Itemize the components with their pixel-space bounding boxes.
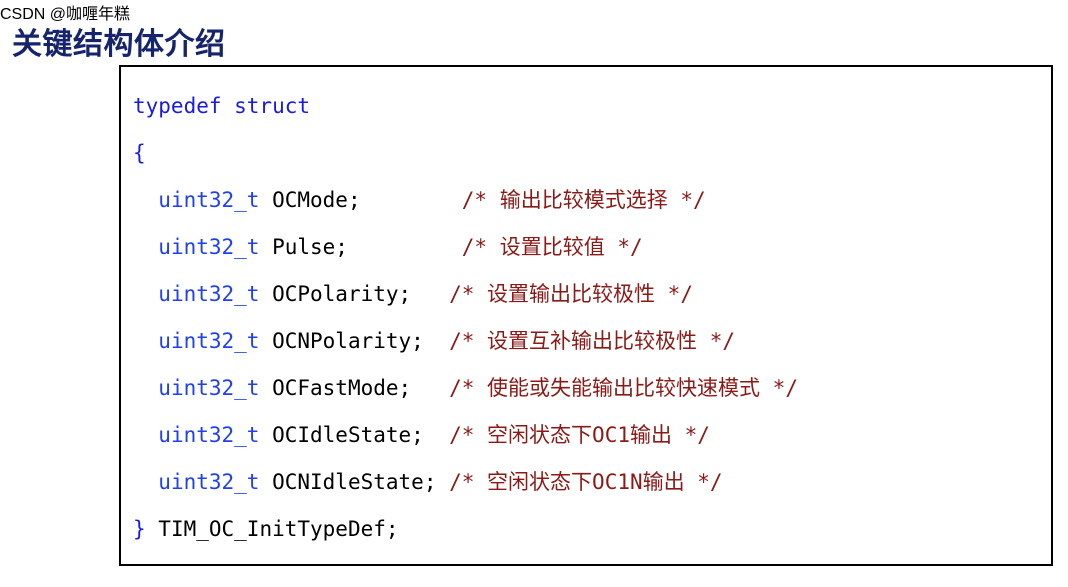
code-comment: /* 设置互补输出比较极性 */: [449, 329, 735, 353]
code-indent: [133, 329, 158, 353]
code-padding: [361, 188, 462, 212]
code-type: uint32_t: [158, 235, 260, 259]
code-indent: [133, 282, 158, 306]
code-type: uint32_t: [158, 423, 260, 447]
code-indent: [133, 423, 158, 447]
code-keyword: {: [133, 141, 146, 165]
code-indent: [133, 470, 158, 494]
code-keyword: typedef struct: [133, 94, 311, 118]
code-listing: typedef struct { uint32_t OCMode; /* 输出比较…: [133, 83, 1051, 553]
code-comment: /* 输出比较模式选择 */: [461, 188, 706, 212]
code-identifier: TIM_OC_InitTypeDef;: [145, 517, 399, 541]
code-indent: [133, 376, 158, 400]
code-type: uint32_t: [158, 376, 260, 400]
code-identifier: OCMode;: [259, 188, 361, 212]
code-comment: /* 设置比较值 */: [461, 235, 643, 259]
code-keyword: }: [133, 517, 146, 541]
code-identifier: OCFastMode;: [259, 376, 412, 400]
code-comment: /* 空闲状态下OC1输出 */: [449, 423, 710, 447]
page-title: 关键结构体介绍: [12, 28, 226, 62]
code-padding: [348, 235, 462, 259]
code-type: uint32_t: [158, 282, 260, 306]
code-type: uint32_t: [158, 188, 260, 212]
code-identifier: OCPolarity;: [259, 282, 412, 306]
code-indent: [133, 235, 158, 259]
code-comment: /* 空闲状态下OC1N输出 */: [449, 470, 723, 494]
code-identifier: OCIdleState;: [259, 423, 424, 447]
code-comment: /* 设置输出比较极性 */: [449, 282, 693, 306]
code-identifier: OCNIdleState;: [259, 470, 437, 494]
code-line: uint32_t OCNIdleState; /* 空闲状态下OC1N输出 */: [133, 459, 1051, 506]
csdn-watermark: CSDN @咖喱年糕: [0, 6, 131, 23]
code-line: typedef struct: [133, 83, 1051, 130]
code-padding: [424, 329, 449, 353]
code-type: uint32_t: [158, 470, 260, 494]
code-padding: [411, 282, 449, 306]
code-comment: /* 使能或失能输出比较快速模式 */: [449, 376, 798, 400]
code-padding: [436, 470, 449, 494]
code-line: } TIM_OC_InitTypeDef;: [133, 506, 1051, 553]
code-line: {: [133, 130, 1051, 177]
code-line: uint32_t OCNPolarity; /* 设置互补输出比较极性 */: [133, 318, 1051, 365]
code-identifier: OCNPolarity;: [259, 329, 424, 353]
code-type: uint32_t: [158, 329, 260, 353]
code-padding: [411, 376, 449, 400]
code-block-container: typedef struct { uint32_t OCMode; /* 输出比较…: [119, 65, 1053, 566]
code-line: uint32_t OCIdleState; /* 空闲状态下OC1输出 */: [133, 412, 1051, 459]
code-line: uint32_t OCMode; /* 输出比较模式选择 */: [133, 177, 1051, 224]
code-indent: [133, 188, 158, 212]
code-line: uint32_t Pulse; /* 设置比较值 */: [133, 224, 1051, 271]
code-line: uint32_t OCFastMode; /* 使能或失能输出比较快速模式 */: [133, 365, 1051, 412]
code-line: uint32_t OCPolarity; /* 设置输出比较极性 */: [133, 271, 1051, 318]
code-identifier: Pulse;: [259, 235, 348, 259]
code-padding: [424, 423, 449, 447]
